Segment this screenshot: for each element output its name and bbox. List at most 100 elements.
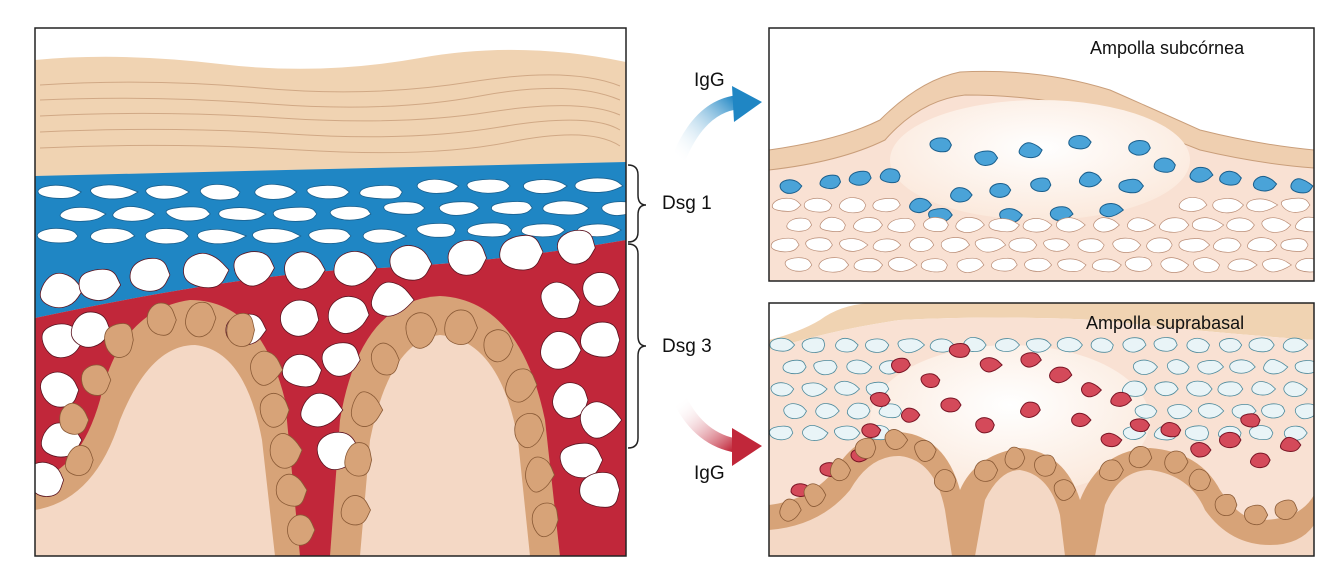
keratinocyte (1153, 337, 1178, 352)
dsg1-keratinocyte (144, 228, 190, 245)
keratinocyte (1093, 217, 1120, 233)
keratinocyte (974, 237, 1007, 253)
acantholytic-cell (975, 417, 995, 434)
dsg1-keratinocyte (416, 222, 457, 238)
basal-cell (250, 350, 284, 386)
keratinocyte (1282, 337, 1309, 353)
keratinocyte (1167, 404, 1193, 420)
keratinocyte (1022, 218, 1053, 233)
dsg3-keratinocyte (35, 461, 65, 497)
top-right-panel (768, 27, 1315, 282)
keratinocyte (1197, 360, 1225, 375)
basal-cell (370, 342, 400, 376)
keratinocyte (769, 425, 794, 441)
keratinocyte (846, 359, 873, 375)
acantholytic-cell (920, 373, 941, 388)
acantholytic-cell (1189, 166, 1214, 183)
basal-cell (344, 442, 373, 477)
acantholytic-cell (819, 174, 842, 190)
dsg1-keratinocyte (359, 184, 403, 200)
dsg3-keratinocyte (40, 371, 80, 408)
keratinocyte (1217, 381, 1244, 397)
dsg3-brace (627, 243, 647, 449)
keratinocyte (853, 217, 883, 233)
dsg3-keratinocyte (78, 268, 122, 301)
acantholytic-cell (1160, 421, 1182, 438)
dermal-papilla-2 (360, 335, 530, 556)
dsg3-keratinocyte (447, 239, 487, 276)
keratinocyte (1043, 238, 1071, 252)
basal-cell (779, 498, 802, 522)
dsg3-keratinocyte (282, 353, 322, 388)
keratinocyte (1191, 217, 1225, 232)
dsg3-keratinocyte (333, 250, 378, 287)
keratinocyte (1246, 198, 1279, 213)
acantholytic-cell (1240, 413, 1261, 428)
dsg3-keratinocyte (371, 281, 415, 317)
keratinocyte (1077, 238, 1105, 253)
keratinocyte (887, 217, 916, 233)
dsg3-keratinocyte (579, 471, 621, 508)
basal-cell (444, 309, 478, 345)
keratinocyte (1186, 337, 1210, 353)
igg-label-top: IgG (694, 70, 725, 91)
acantholytic-cell (869, 392, 891, 407)
dsg1-keratinocyte (522, 179, 568, 194)
keratinocyte (1192, 257, 1221, 273)
keratinocyte (897, 338, 926, 354)
top-right-title: Ampolla subcórnea (1090, 38, 1245, 58)
basal-cell (884, 429, 909, 450)
basal-cell (1164, 450, 1189, 474)
acantholytic-cell (1279, 436, 1302, 452)
keratinocyte (1056, 217, 1086, 233)
basal-cell (259, 392, 290, 428)
acantholytic-cell (1110, 391, 1133, 407)
dsg3-keratinocyte (559, 442, 604, 479)
keratinocyte (853, 258, 884, 273)
dsg1-keratinocyte (90, 227, 136, 244)
keratinocyte (813, 359, 838, 376)
dsg1-keratinocyte (601, 201, 626, 216)
keratinocyte (1295, 258, 1314, 273)
keratinocyte (887, 257, 918, 272)
keratinocyte (1154, 381, 1179, 397)
keratinocyte (1124, 256, 1153, 272)
acantholytic-cell (1020, 352, 1042, 368)
dermal-papilla-1 (35, 345, 275, 556)
dsg1-keratinocyte (36, 227, 79, 244)
basal-cell (275, 473, 308, 507)
basal-cell (269, 433, 303, 469)
keratinocyte (920, 258, 948, 273)
acantholytic-cell (861, 423, 882, 438)
acantholytic-cell (779, 179, 803, 194)
acantholytic-cell (1020, 401, 1041, 418)
acantholytic-cell (1129, 418, 1151, 433)
acantholytic-cell (948, 343, 971, 358)
left-panel (34, 27, 627, 557)
acantholytic-cell (1218, 431, 1242, 449)
keratinocyte (1197, 403, 1225, 419)
basal-cell (505, 368, 538, 403)
acantholytic-cell (950, 187, 973, 203)
acantholytic-cell (1049, 366, 1073, 384)
acantholytic-cell (891, 357, 911, 374)
keratinocyte (1280, 238, 1309, 252)
dsg3-keratinocyte (280, 299, 320, 337)
keratinocyte (1112, 237, 1142, 253)
keratinocyte (1227, 258, 1258, 272)
dsg1-keratinocyte (438, 201, 480, 216)
keratinocyte (865, 338, 890, 353)
keratinocyte (1262, 258, 1293, 273)
igg-arrow-bottom (673, 393, 762, 466)
basal-cell (525, 456, 555, 493)
dsg3-keratinocyte (540, 331, 582, 370)
keratinocyte (1294, 403, 1314, 420)
keratinocyte (1159, 217, 1190, 233)
basal-cell (59, 402, 90, 435)
keratinocyte (805, 237, 833, 252)
keratinocyte (846, 402, 871, 420)
basal-cell (531, 502, 559, 538)
igg-arrow-top (671, 86, 762, 167)
dsg3-keratinocyte (582, 272, 621, 307)
dsg3-label: Dsg 3 (662, 336, 712, 357)
